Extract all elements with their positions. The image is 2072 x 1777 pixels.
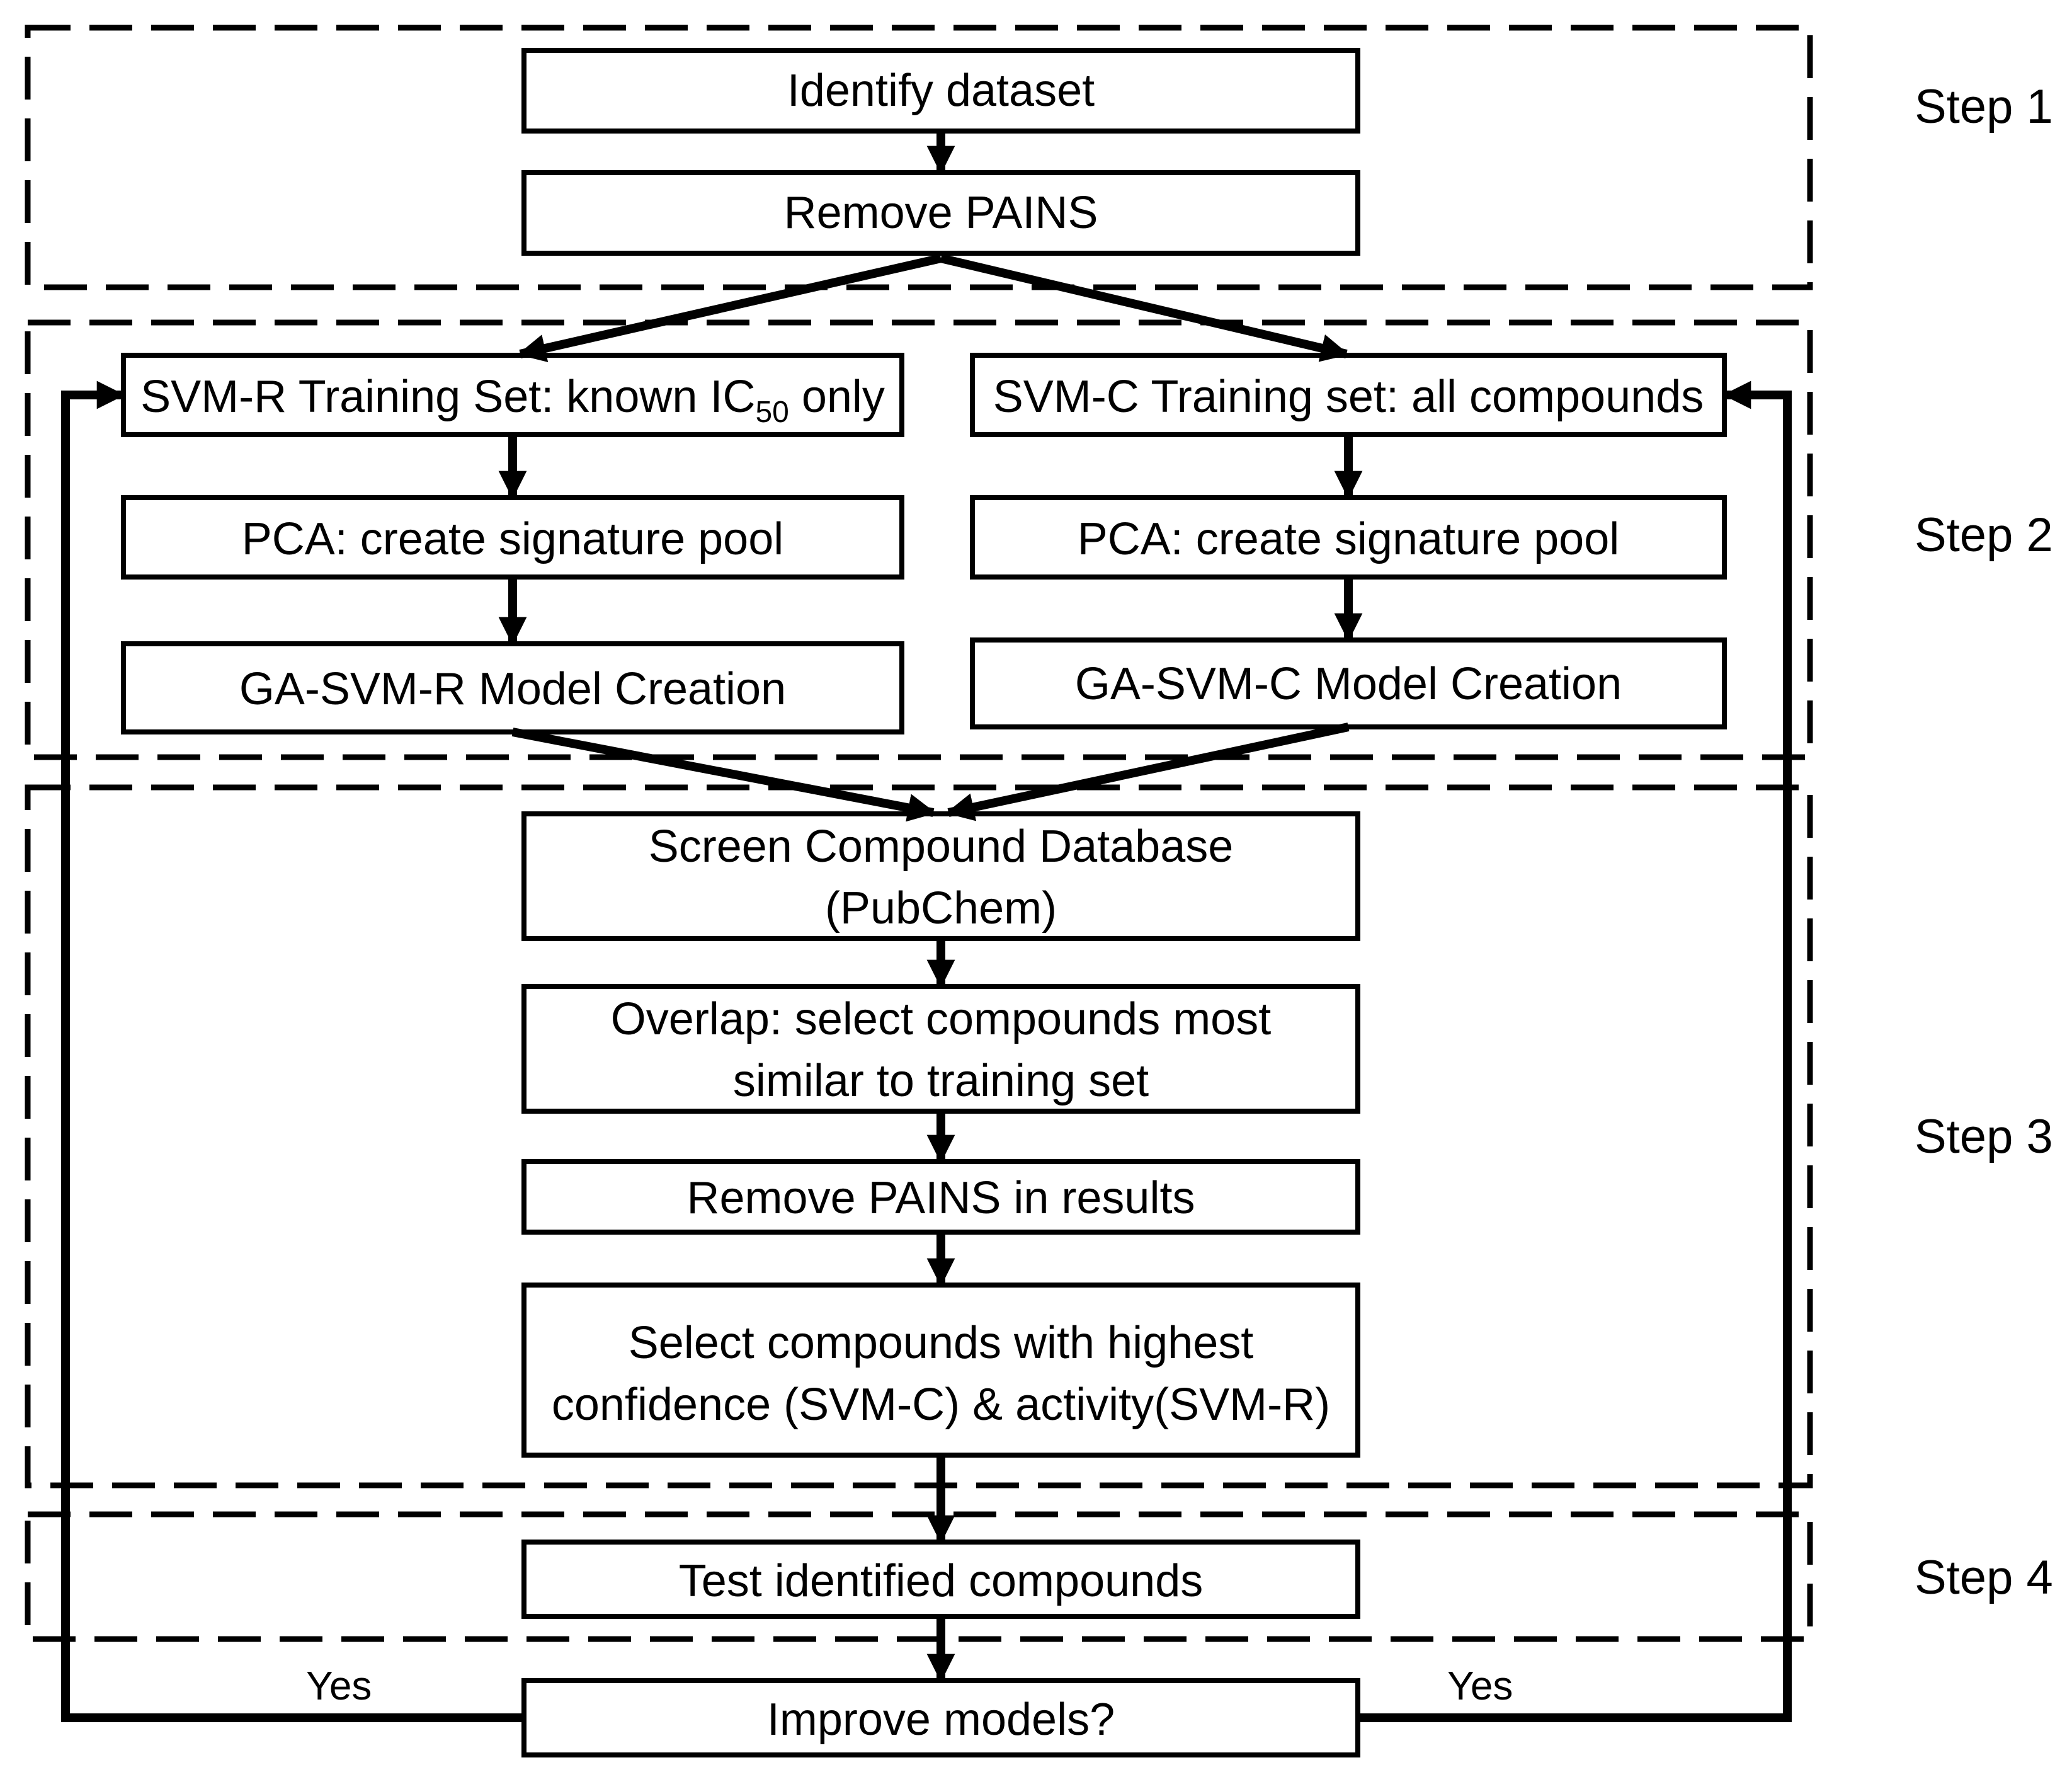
identify-dataset-box [521, 48, 1360, 134]
arrow-ga-r-to-screen [511, 728, 936, 822]
pca-right-label: PCA: create signature pool [1078, 514, 1619, 564]
select-compounds-box [521, 1283, 1360, 1458]
arrow-remove-to-svm-c [940, 254, 1350, 362]
remove-pains-results-label: Remove PAINS in results [687, 1173, 1195, 1223]
improve-models-label: Improve models? [767, 1694, 1115, 1745]
overlap-label-line2: similar to training set [733, 1056, 1149, 1106]
identify-dataset-label: Identify dataset [787, 66, 1095, 116]
step2-region [25, 319, 1813, 760]
select-compounds-label-line2: confidence (SVM-C) & activity(SVM-R) [552, 1380, 1330, 1430]
step2-label: Step 2 [1915, 508, 2053, 562]
overlap-label-line1: Overlap: select compounds most [611, 994, 1271, 1044]
yes-right-label: Yes [1447, 1663, 1513, 1708]
svm-r-training-label: SVM-R Training Set: known IC50 only [140, 372, 885, 429]
screen-db-label-line2: (PubChem) [825, 883, 1057, 934]
step1-region [25, 25, 1813, 290]
ga-svm-c-box [970, 637, 1727, 729]
screen-db-box [521, 811, 1360, 941]
feedback-loop-left [61, 380, 524, 1722]
yes-left-label: Yes [306, 1663, 372, 1708]
pca-left-label: PCA: create signature pool [242, 514, 783, 564]
ga-svm-r-label: GA-SVM-R Model Creation [239, 664, 786, 714]
test-compounds-label: Test identified compounds [679, 1556, 1204, 1606]
step4-region [25, 1511, 1813, 1642]
remove-pains-label: Remove PAINS [784, 188, 1098, 238]
pca-left-box [121, 495, 904, 580]
step3-label: Step 3 [1915, 1110, 2053, 1163]
svm-c-training-label: SVM-C Training set: all compounds [993, 372, 1704, 422]
ga-svm-r-box [121, 641, 904, 734]
feedback-loop-right [1358, 380, 1792, 1722]
select-compounds-label-line1: Select compounds with highest [629, 1318, 1254, 1368]
step4-label: Step 4 [1915, 1551, 2053, 1604]
screen-db-label-line1: Screen Compound Database [649, 821, 1234, 872]
remove-pains-box [521, 170, 1360, 256]
step1-label: Step 1 [1915, 80, 2053, 134]
remove-pains-results-box [521, 1159, 1360, 1235]
arrow-remove-to-svm-r [517, 254, 942, 362]
arrow-ga-c-to-screen [945, 723, 1350, 821]
step3-region [25, 784, 1813, 1488]
ga-svm-c-label: GA-SVM-C Model Creation [1075, 659, 1622, 709]
svm-r-training-box [121, 353, 904, 437]
